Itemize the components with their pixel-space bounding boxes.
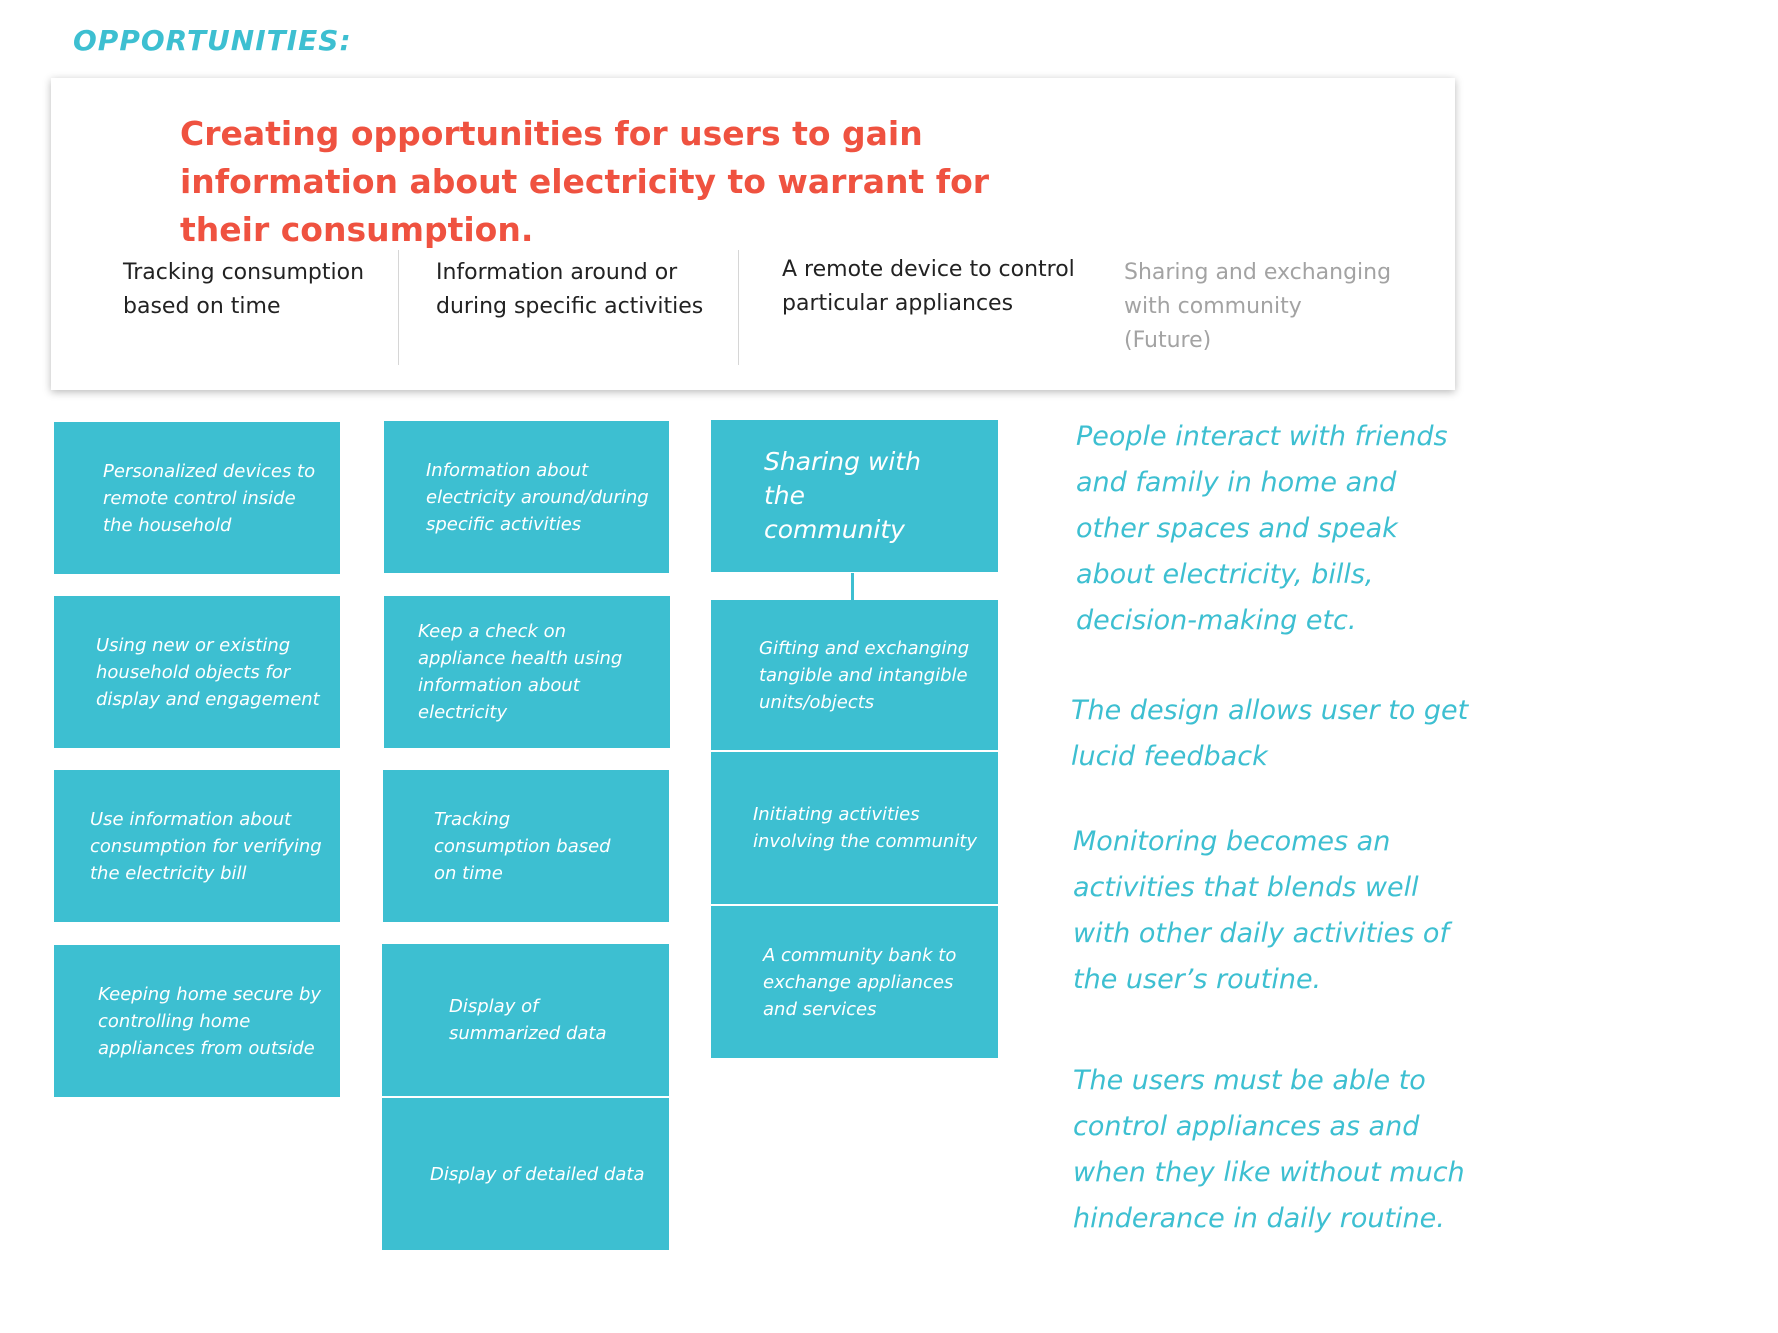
opportunity-box: Display of detailed data [382, 1098, 669, 1250]
box-label: Keeping home secure by controlling home … [98, 983, 322, 1059]
box-label: Personalized devices to remote control i… [103, 460, 316, 536]
box-label: Tracking consumption based on time [434, 808, 611, 884]
column-remote-device: A remote device to control particular ap… [782, 257, 1075, 316]
page-heading: OPPORTUNITIES: [73, 24, 352, 57]
note-interaction: People interact with friends and family … [1076, 421, 1448, 636]
box-label: Gifting and exchanging tangible and inta… [759, 637, 970, 713]
box-label: Display of summarized data [449, 996, 607, 1044]
opportunity-box: Information about electricity around/dur… [384, 421, 669, 573]
opportunity-box: Personalized devices to remote control i… [54, 422, 340, 574]
box-label: Using new or existing household objects … [96, 634, 320, 710]
box-label: A community bank to exchange appliances … [763, 944, 957, 1020]
column-divider [398, 250, 399, 365]
column-divider [738, 250, 739, 365]
box-label: Information about electricity around/dur… [426, 459, 649, 535]
opportunity-box: Display of summarized data [382, 944, 669, 1096]
opportunity-box: Using new or existing household objects … [54, 596, 340, 748]
note-monitoring: Monitoring becomes an activities that bl… [1073, 826, 1449, 995]
opportunity-box: A community bank to exchange appliances … [711, 906, 998, 1058]
note-control: The users must be able to control applia… [1073, 1065, 1465, 1234]
opportunity-box: Gifting and exchanging tangible and inta… [711, 600, 998, 750]
column-tracking: Tracking consumption based on time [123, 260, 365, 319]
sharing-community-box: Sharing with the community [711, 420, 998, 572]
note-feedback: The design allows user to get lucid feed… [1071, 695, 1469, 772]
headline: Creating opportunities for users to gain… [180, 114, 990, 249]
opportunity-box: Keep a check on appliance health using i… [384, 596, 670, 748]
opportunity-box: Initiating activities involving the comm… [711, 752, 998, 904]
box-label: Use information about consumption for ve… [90, 808, 322, 884]
box-label: Initiating activities involving the comm… [753, 804, 978, 852]
opportunity-box: Keeping home secure by controlling home … [54, 945, 340, 1097]
opportunity-box: Tracking consumption based on time [383, 770, 669, 922]
box-label: Sharing with the community [764, 447, 921, 544]
opportunity-box: Use information about consumption for ve… [54, 770, 340, 922]
box-label: Keep a check on appliance health using i… [418, 621, 623, 723]
connector-line [851, 573, 854, 600]
column-sharing-future: Sharing and exchanging with community (F… [1124, 260, 1392, 353]
summary-card [51, 78, 1455, 390]
column-information: Information around or during specific ac… [436, 260, 704, 319]
box-label: Display of detailed data [430, 1163, 645, 1185]
